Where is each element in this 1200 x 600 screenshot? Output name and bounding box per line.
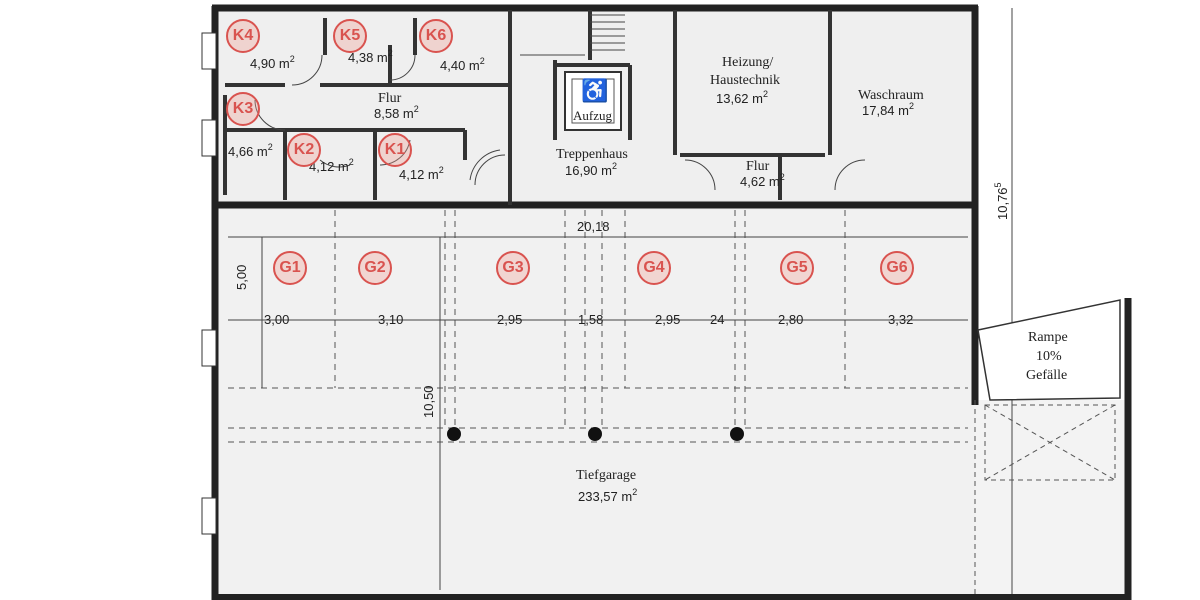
heizung-name-2: Haustechnik bbox=[710, 73, 780, 88]
k3-area: 4,66 m2 bbox=[228, 142, 273, 159]
marker-k6: K6 bbox=[419, 19, 453, 53]
ramp-crosses bbox=[974, 400, 1116, 600]
columns bbox=[447, 427, 744, 441]
dim-building-depth: 10,765 bbox=[993, 182, 1010, 220]
marker-k4: K4 bbox=[226, 19, 260, 53]
dim-g1: 3,00 bbox=[264, 312, 290, 327]
tiefgarage-area: 233,57 m2 bbox=[578, 487, 638, 504]
treppenhaus-area: 16,90 m2 bbox=[565, 161, 617, 178]
flur-left-name: Flur bbox=[378, 91, 402, 106]
marker-k2: K2 bbox=[287, 133, 321, 167]
dim-g4: 2,95 bbox=[655, 312, 681, 327]
flur-right-area: 4,62 m2 bbox=[740, 172, 785, 189]
marker-g1: G1 bbox=[273, 251, 307, 285]
marker-g6: G6 bbox=[880, 251, 914, 285]
k2-area: 4,12 m2 bbox=[309, 157, 354, 174]
heizung-name-1: Heizung/ bbox=[722, 55, 774, 70]
heizung-area: 13,62 m2 bbox=[716, 89, 768, 106]
aufzug-label: Aufzug bbox=[573, 108, 612, 123]
flur-left-area: 8,58 m2 bbox=[374, 104, 419, 121]
waschraum-area: 17,84 m2 bbox=[862, 101, 914, 118]
rampe-label-2: 10% bbox=[1036, 349, 1062, 364]
treppenhaus-name: Treppenhaus bbox=[556, 147, 628, 162]
inner-walls bbox=[223, 10, 832, 205]
k6-area: 4,40 m2 bbox=[440, 56, 485, 73]
garage-floor-fill bbox=[215, 206, 975, 598]
marker-g5: G5 bbox=[780, 251, 814, 285]
windows-left bbox=[201, 32, 217, 535]
marker-k1: K1 bbox=[378, 133, 412, 167]
stairs bbox=[520, 14, 625, 56]
marker-k5: K5 bbox=[333, 19, 367, 53]
elevator-shaft bbox=[564, 71, 622, 131]
marker-k3: K3 bbox=[226, 92, 260, 126]
ramp-floor-fill bbox=[975, 400, 1125, 598]
dim-total-width: 20,18 bbox=[577, 219, 610, 234]
k4-area: 4,90 m2 bbox=[250, 54, 295, 71]
k1-area: 4,12 m2 bbox=[399, 165, 444, 182]
flur-right-name: Flur bbox=[746, 159, 770, 174]
wheelchair-icon: ♿ bbox=[581, 78, 609, 103]
outer-walls bbox=[211, 4, 1132, 600]
waschraum-name: Waschraum bbox=[858, 88, 924, 103]
rampe-label-3: Gefälle bbox=[1026, 368, 1068, 383]
dim-g2: 3,10 bbox=[378, 312, 404, 327]
dim-mid: 1,58 bbox=[578, 312, 604, 327]
ramp bbox=[977, 299, 1121, 401]
dim-garage-depth: 10,50 bbox=[421, 385, 436, 418]
marker-g2: G2 bbox=[358, 251, 392, 285]
dim-bay-depth: 5,00 bbox=[234, 264, 249, 290]
dim-g6: 3,32 bbox=[888, 312, 914, 327]
k5-area: 4,38 m2 bbox=[348, 48, 393, 65]
dim-col: 24 bbox=[710, 312, 725, 327]
rampe-label-1: Rampe bbox=[1028, 330, 1068, 345]
dimension-lines bbox=[228, 8, 1013, 598]
tiefgarage-name: Tiefgarage bbox=[576, 468, 637, 483]
marker-g3: G3 bbox=[496, 251, 530, 285]
dim-g5: 2,80 bbox=[778, 312, 804, 327]
marker-g4: G4 bbox=[637, 251, 671, 285]
dim-g3: 2,95 bbox=[497, 312, 523, 327]
